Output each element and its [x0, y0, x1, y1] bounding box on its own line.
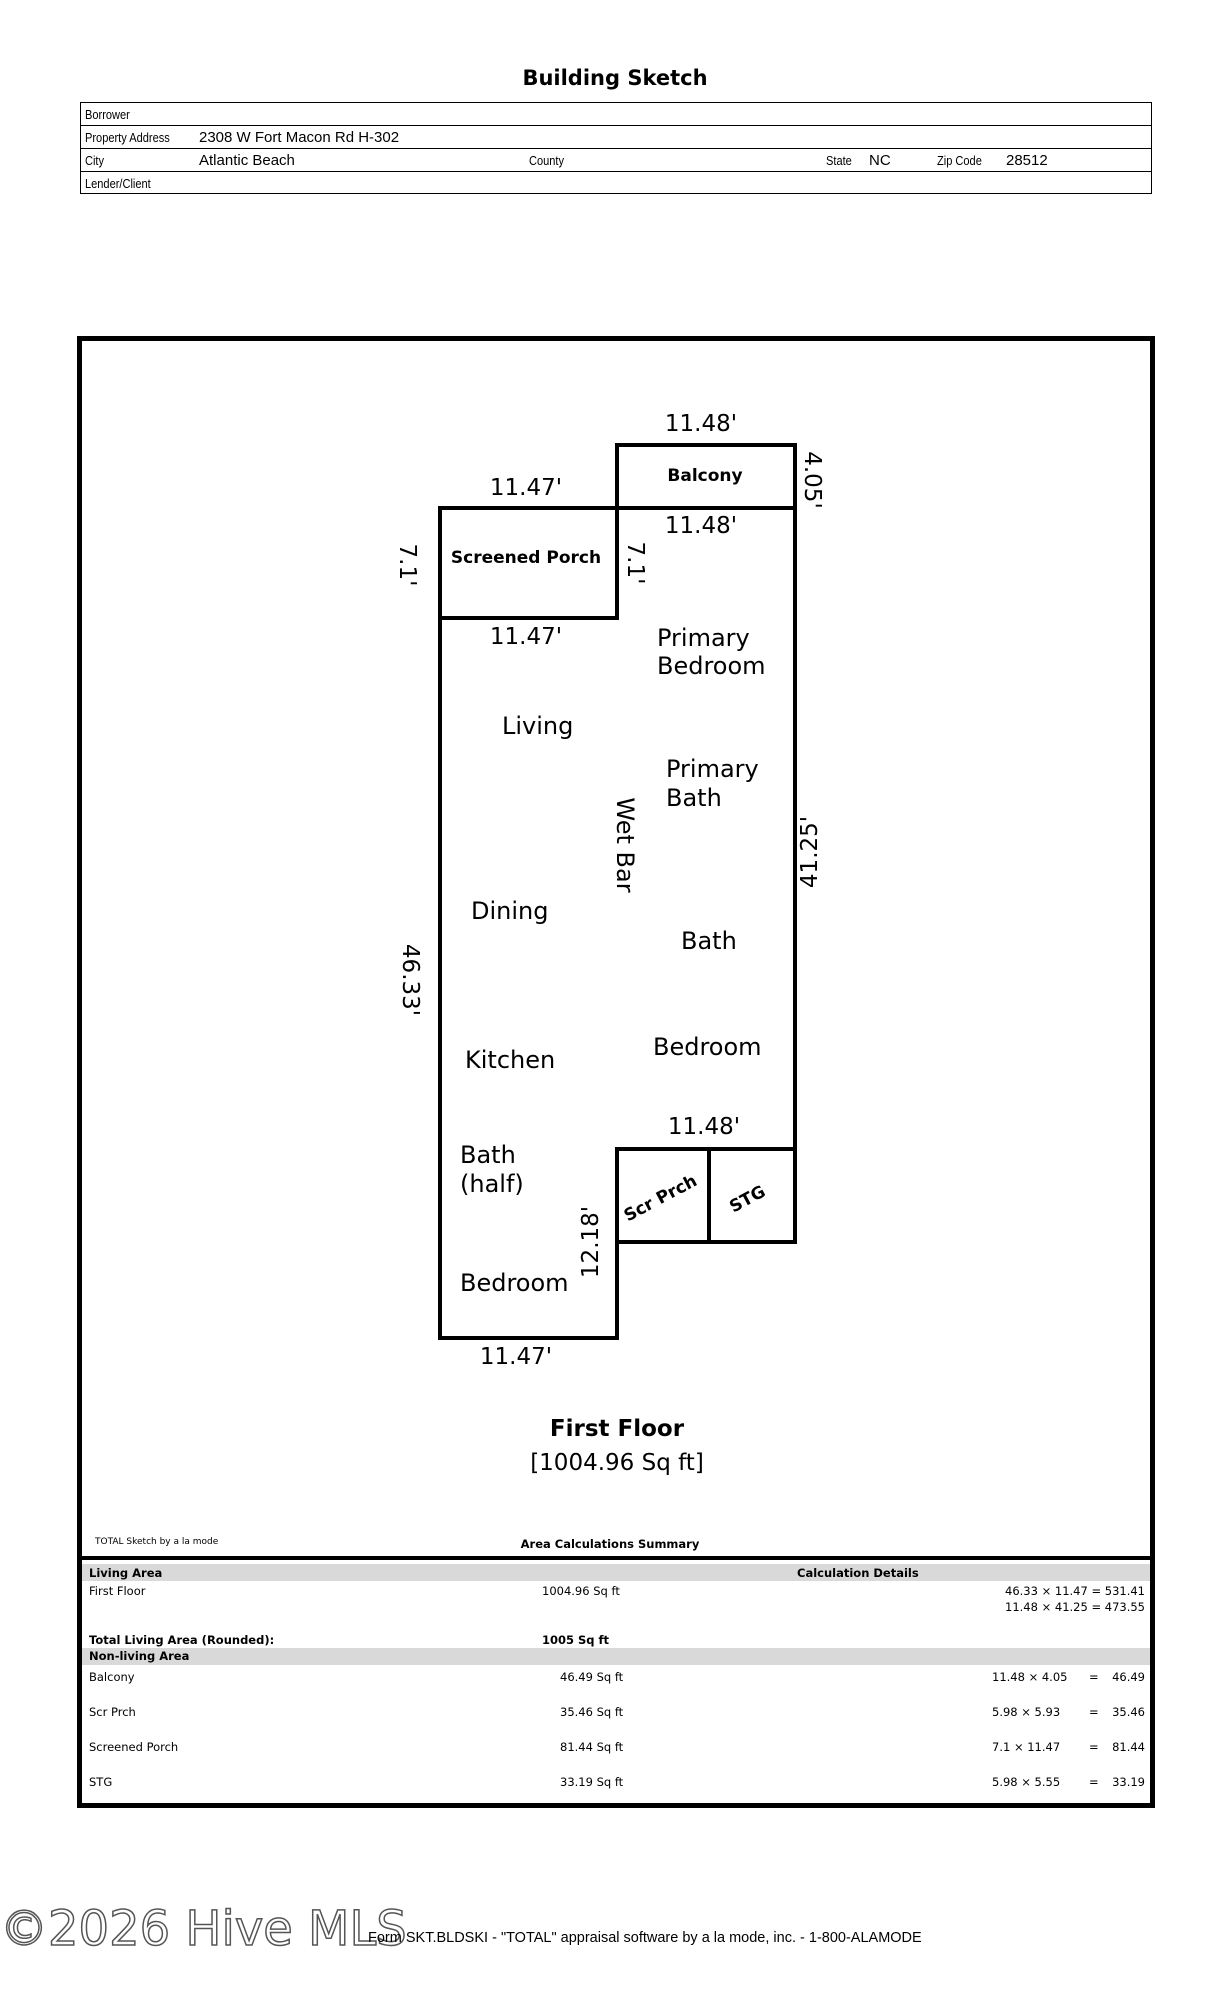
room-bath: Bath	[681, 927, 737, 955]
state-value: NC	[869, 152, 891, 169]
item-result: 33.19	[1112, 1775, 1145, 1789]
item-eq: =	[1089, 1705, 1099, 1719]
room-primary-bath-line2: Bath	[666, 784, 722, 812]
first-floor-label: First Floor	[89, 1584, 146, 1598]
room-bedroom-left: Bedroom	[460, 1269, 569, 1297]
item-name: Scr Prch	[89, 1705, 136, 1719]
room-half-bath-line1: Bath	[460, 1141, 516, 1169]
room-balcony: Balcony	[667, 466, 742, 486]
room-half-bath-line2: (half)	[460, 1170, 524, 1198]
room-dining: Dining	[471, 897, 548, 925]
dim-balcony-right: 4.05'	[799, 451, 825, 509]
item-name: Screened Porch	[89, 1740, 179, 1754]
room-primary-bedroom-line1: Primary	[657, 624, 750, 652]
address-row: Property Address 2308 W Fort Macon Rd H-…	[81, 126, 1151, 149]
calc-line-2: 11.48 × 41.25 = 473.55	[1005, 1600, 1145, 1614]
item-area: 46.49 Sq ft	[560, 1670, 624, 1684]
living-area-band: Living Area Calculation Details	[82, 1564, 1150, 1581]
room-primary-bath-line1: Primary	[666, 755, 759, 783]
calc-line-1: 46.33 × 11.47 = 531.41	[1005, 1584, 1145, 1598]
dim-right-side: 41.25'	[797, 816, 823, 888]
item-eq: =	[1089, 1740, 1099, 1754]
item-result: 46.49	[1112, 1670, 1145, 1684]
balcony-area	[615, 443, 797, 510]
room-bedroom-right: Bedroom	[653, 1033, 762, 1061]
total-living-value: 1005 Sq ft	[542, 1633, 610, 1647]
item-calc: 7.1 × 11.47	[992, 1740, 1061, 1754]
borrower-label: Borrower	[85, 107, 130, 122]
lender-label: Lender/Client	[85, 176, 151, 191]
item-eq: =	[1089, 1775, 1099, 1789]
dim-bedroom-top: 11.48'	[665, 513, 737, 539]
dim-lower-notch: 11.48'	[668, 1114, 740, 1140]
watermark: ©2026 Hive MLS	[0, 1901, 407, 1957]
form-note: Form SKT.BLDSKI - "TOTAL" appraisal soft…	[368, 1930, 922, 1946]
sketch-frame	[77, 336, 1155, 1808]
item-name: Balcony	[89, 1670, 135, 1684]
summary-heading: Area Calculations Summary	[521, 1537, 700, 1551]
item-calc: 5.98 × 5.93	[992, 1705, 1061, 1719]
room-living: Living	[502, 712, 573, 740]
first-floor-area: 1004.96 Sq ft	[542, 1584, 620, 1598]
item-calc: 5.98 × 5.55	[992, 1775, 1061, 1789]
software-note: TOTAL Sketch by a la mode	[94, 1537, 219, 1547]
zip-label: Zip Code	[937, 153, 982, 168]
living-area-label: Living Area	[89, 1566, 163, 1580]
room-screened-porch: Screened Porch	[451, 548, 601, 568]
city-value: Atlantic Beach	[199, 152, 295, 169]
zip-value: 28512	[1006, 152, 1048, 169]
dim-porch-bottom: 11.47'	[490, 624, 562, 650]
item-result: 81.44	[1112, 1740, 1145, 1754]
non-living-label: Non-living Area	[89, 1649, 190, 1663]
item-area: 81.44 Sq ft	[560, 1740, 624, 1754]
lender-row: Lender/Client	[81, 172, 1151, 195]
item-name: STG	[89, 1775, 113, 1789]
city-row: City Atlantic Beach County State NC Zip …	[81, 149, 1151, 172]
area-calculations-summary: Living Area Calculation Details First Fl…	[82, 1556, 1150, 1807]
stg-area	[707, 1147, 797, 1244]
dim-porch-left: 7.1'	[394, 544, 420, 587]
non-living-band: Non-living Area	[82, 1648, 1150, 1665]
item-area: 35.46 Sq ft	[560, 1705, 624, 1719]
page-title: Building Sketch	[522, 66, 708, 90]
address-label: Property Address	[85, 130, 170, 145]
dim-porch-top: 11.47'	[490, 475, 562, 501]
item-area: 33.19 Sq ft	[560, 1775, 624, 1789]
total-living-label: Total Living Area (Rounded):	[89, 1633, 275, 1647]
dim-notch-side: 12.18'	[578, 1206, 604, 1278]
county-label: County	[529, 153, 565, 168]
property-header-table: Borrower Property Address 2308 W Fort Ma…	[80, 102, 1152, 194]
screened-porch-area	[438, 506, 619, 620]
state-label: State	[826, 153, 852, 168]
dim-balcony-top: 11.48'	[665, 411, 737, 437]
dim-left-side: 46.33'	[397, 944, 423, 1016]
calc-details-label: Calculation Details	[797, 1566, 919, 1580]
dim-porch-right: 7.1'	[622, 542, 648, 585]
room-wet-bar: Wet Bar	[611, 797, 639, 892]
dim-bottom: 11.47'	[480, 1344, 552, 1370]
item-calc: 11.48 × 4.05	[992, 1670, 1068, 1684]
floor-title: First Floor	[550, 1416, 685, 1442]
room-kitchen: Kitchen	[465, 1046, 555, 1074]
borrower-row: Borrower	[81, 103, 1151, 126]
address-value: 2308 W Fort Macon Rd H-302	[199, 129, 400, 146]
city-label: City	[85, 153, 105, 168]
item-result: 35.46	[1112, 1705, 1145, 1719]
room-primary-bedroom-line2: Bedroom	[657, 652, 766, 680]
item-eq: =	[1089, 1670, 1099, 1684]
floor-area: [1004.96 Sq ft]	[530, 1450, 704, 1476]
